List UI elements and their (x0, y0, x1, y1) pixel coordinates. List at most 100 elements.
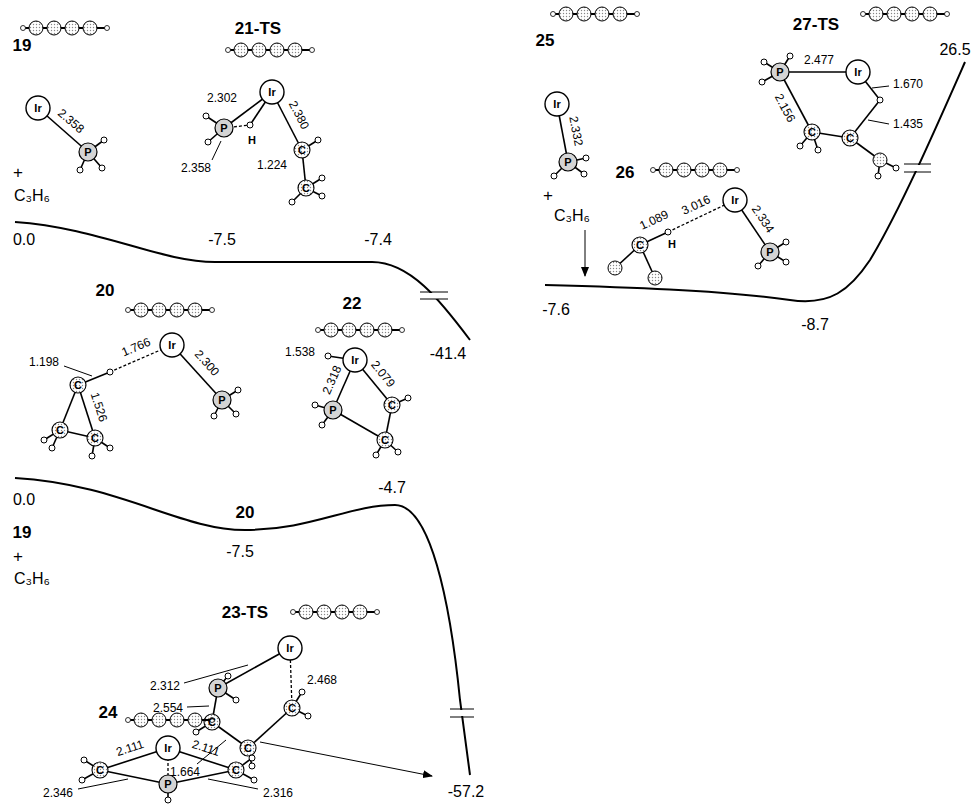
bond-length: 2.316 (263, 787, 293, 799)
bond-length: 2.332 (567, 115, 585, 147)
atom-symbol: P (766, 247, 773, 258)
energy-value: 0.0 (13, 492, 35, 508)
atom-symbol: P (84, 147, 91, 158)
compound-label: 25 (536, 32, 555, 49)
bond-length: 2.079 (369, 359, 397, 390)
bond-length: 1.664 (170, 766, 200, 778)
atom-symbol: Ir (268, 87, 275, 98)
bond-length: 2.380 (287, 99, 311, 131)
atom-symbol: C (298, 145, 306, 156)
atom-symbol: P (329, 405, 336, 416)
atom-symbol: Ir (286, 643, 293, 654)
molecule-21-ts (203, 43, 325, 205)
compound-label: 22 (343, 295, 362, 312)
atom-symbol: P (164, 779, 171, 790)
bond-length: 2.468 (307, 674, 337, 686)
bond-length: 2.346 (43, 787, 73, 799)
atom-symbol: C (244, 743, 252, 754)
bond-length: 2.300 (192, 348, 221, 378)
atom-symbol: C (381, 435, 389, 446)
plus-sign: + (13, 548, 23, 565)
reactant-formula: C₃H₆ (14, 188, 50, 204)
atom-symbol: C (288, 703, 296, 714)
plus-sign: + (13, 164, 23, 181)
atom-symbol: Ir (164, 743, 171, 754)
bond-length: 2.111 (115, 738, 146, 758)
bond-length: 2.358 (181, 162, 211, 174)
energy-value: -7.5 (226, 544, 254, 560)
bond-length: 2.334 (750, 203, 777, 235)
energy-value: -7.6 (542, 302, 570, 318)
molecule-20 (41, 303, 241, 459)
atom-symbol: C (636, 240, 644, 251)
bond-length: 2.111 (191, 738, 222, 758)
molecule-22 (312, 323, 411, 458)
atom-symbol: Ir (34, 103, 41, 114)
energy-value: -7.5 (208, 232, 236, 248)
bond-length: 2.318 (320, 364, 343, 396)
atom-symbol: Ir (168, 340, 175, 351)
bond-length: 1.224 (257, 159, 287, 171)
bond-length: 1.526 (89, 391, 110, 423)
atom-symbol: P (220, 123, 227, 134)
molecule-19 (21, 21, 110, 173)
bond-length: 2.302 (207, 92, 237, 104)
energy-value: -7.4 (364, 232, 392, 248)
molecule-25 (545, 7, 640, 179)
plus-sign: + (543, 187, 553, 204)
compound-label: 23-TS (222, 604, 268, 621)
bond-length: 2.156 (773, 92, 798, 124)
bond-length: 1.670 (893, 78, 923, 90)
bond-length: 2.358 (56, 107, 87, 136)
bond-length: 1.538 (285, 346, 315, 358)
atom-symbol: P (776, 67, 783, 78)
bond-length: 2.312 (150, 680, 180, 692)
compound-label: 27-TS (793, 16, 839, 33)
atom-symbol: Ir (854, 67, 861, 78)
compound-label: 19 (13, 37, 32, 54)
bond-length: 3.016 (680, 193, 712, 217)
atom-symbol: P (214, 683, 221, 694)
molecule-23-ts (184, 605, 380, 769)
compound-label: 24 (99, 704, 118, 721)
atom-symbol: C (388, 400, 396, 411)
bond-length: 1.766 (120, 336, 152, 359)
energy-value: 26.5 (939, 42, 970, 58)
compound-label: 20 (236, 504, 255, 521)
atom-symbol: P (564, 157, 571, 168)
energy-value: -4.7 (378, 480, 406, 496)
compound-label: 26 (616, 164, 635, 181)
reactant-formula: C₃H₆ (14, 571, 50, 587)
compound-label: 21-TS (235, 20, 281, 37)
atom-symbol: Ir (731, 195, 738, 206)
atom-symbol: P (218, 395, 225, 406)
reactant-formula: C₃H₆ (554, 208, 590, 224)
atom-symbol: C (232, 765, 240, 776)
atom-symbol: C (74, 380, 82, 391)
molecule-26 (608, 163, 789, 285)
bond-length: 1.198 (29, 356, 59, 368)
atom-symbol: C (56, 425, 64, 436)
energy-value: -41.4 (430, 346, 466, 362)
atom-symbol: H (668, 239, 676, 250)
atom-symbol: C (208, 717, 216, 728)
atom-symbol: C (96, 765, 104, 776)
atom-symbol: Ir (553, 99, 560, 110)
compound-label: 20 (96, 282, 115, 299)
bond-length: 2.554 (153, 702, 183, 714)
bond-length: 1.089 (638, 208, 670, 232)
atom-symbol: C (91, 433, 99, 444)
energy-curve (15, 62, 965, 776)
atom-symbol: Ir (351, 355, 358, 366)
molecule-24 (78, 713, 258, 803)
bond-length: 2.477 (804, 54, 834, 66)
energy-value: -8.7 (801, 317, 829, 333)
molecule-27-ts (759, 7, 950, 179)
energy-value: 0.0 (13, 232, 35, 248)
atom-symbol: C (808, 127, 816, 138)
atom-symbol: C (846, 133, 854, 144)
atom-symbol: C (302, 183, 310, 194)
